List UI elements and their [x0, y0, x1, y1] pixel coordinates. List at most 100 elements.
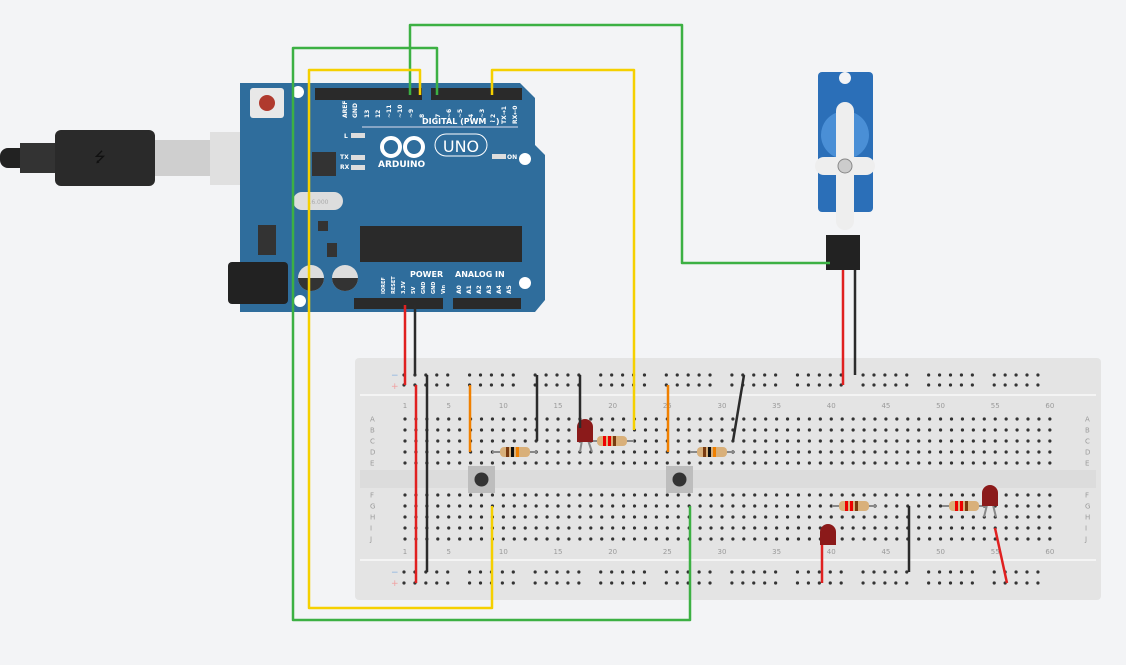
arduino-model: UNO: [443, 137, 479, 156]
row-label: G: [1085, 503, 1090, 511]
digital-pin-label: GND: [352, 103, 359, 118]
power-pin-label: RESET: [391, 276, 397, 294]
row-label: F: [370, 492, 374, 500]
digital-header-label: DIGITAL (PWM ~): [422, 117, 500, 126]
digital-pin-label: 4: [468, 114, 475, 118]
column-label: 30: [718, 402, 727, 410]
column-label: 50: [936, 548, 945, 556]
led-l-label: L: [344, 133, 348, 140]
resistor-3[interactable]: [690, 447, 735, 457]
row-label: E: [1085, 460, 1089, 468]
column-label: 20: [608, 548, 617, 556]
analog-header[interactable]: [453, 298, 521, 309]
digital-pin-label: ~9: [408, 109, 415, 118]
column-label: 50: [936, 402, 945, 410]
digital-pin-label: 7: [435, 114, 442, 118]
servo-connector[interactable]: [826, 235, 860, 270]
atmega-chip: [360, 226, 522, 262]
digital-pin-label: ~3: [479, 109, 486, 118]
row-label: H: [1085, 514, 1090, 522]
rail-minus-label-bottom: −: [391, 568, 399, 578]
power-pin-label: IOREF: [381, 277, 387, 294]
digital-pin-label: RX←0: [512, 106, 519, 124]
analog-pin-label: A0: [456, 285, 463, 294]
power-pin-label: Vin: [441, 285, 447, 294]
resistor-4[interactable]: [832, 501, 876, 511]
row-label: H: [370, 514, 375, 522]
digital-pin-label: ~6: [446, 109, 453, 118]
row-label: E: [370, 460, 374, 468]
analog-pin-label: A3: [486, 285, 493, 294]
arduino-logo-icon: [380, 136, 425, 158]
rail-plus-label-bottom: +: [391, 579, 399, 589]
column-label: 15: [554, 548, 563, 556]
analog-pin-label: A1: [466, 285, 473, 294]
digital-pin-label: AREF: [342, 101, 349, 118]
power-pin-label: 3.3V: [401, 281, 407, 294]
wire-green-pin9-servo[interactable]: [408, 23, 830, 265]
column-label: 40: [827, 548, 836, 556]
row-label: F: [1085, 492, 1089, 500]
servo-motor[interactable]: [815, 72, 875, 270]
power-pin-label: GND: [431, 282, 437, 294]
resistor-5[interactable]: [942, 501, 986, 511]
wire-green-pin7-button2[interactable]: [291, 46, 692, 622]
row-label: D: [370, 449, 375, 457]
led-2[interactable]: [820, 524, 836, 545]
row-label: I: [1085, 525, 1087, 533]
digital-pin-label: 8: [419, 114, 426, 118]
analog-header-label: ANALOG IN: [455, 270, 505, 279]
column-label: 55: [991, 548, 1000, 556]
crystal-label: 16.000: [308, 199, 329, 206]
wire-red-led3[interactable]: [993, 527, 1009, 584]
row-label: J: [369, 536, 372, 544]
column-label: 45: [881, 548, 890, 556]
column-label: 15: [554, 402, 563, 410]
analog-pin-label: A5: [506, 285, 513, 294]
analog-pin-label: A4: [496, 285, 503, 294]
column-label: 25: [663, 548, 672, 556]
power-pin-label: 5V: [411, 287, 417, 294]
row-label: I: [370, 525, 372, 533]
wire-black-2[interactable]: [731, 374, 746, 442]
column-label: 35: [772, 402, 781, 410]
row-label: C: [1085, 438, 1090, 446]
row-label: A: [1085, 416, 1090, 424]
row-label: A: [370, 416, 375, 424]
column-label: 35: [772, 548, 781, 556]
digital-header-low[interactable]: [431, 88, 522, 100]
wire-yellow-pin8-button1[interactable]: [307, 68, 494, 610]
wire-yellow-pin2-resistor[interactable]: [490, 68, 636, 430]
column-label: 55: [991, 402, 1000, 410]
row-label: C: [370, 438, 375, 446]
power-header-label: POWER: [410, 270, 443, 279]
led-rx-label: RX: [340, 164, 350, 171]
led-tx-label: TX: [340, 154, 349, 161]
pushbutton-1[interactable]: [468, 466, 495, 493]
column-label: 30: [718, 548, 727, 556]
power-pin-label: GND: [421, 282, 427, 294]
row-label: D: [1085, 449, 1090, 457]
digital-pin-label: ~5: [457, 109, 464, 118]
breadboard[interactable]: 1155101015152020252530303535404045455050…: [355, 358, 1101, 600]
power-header[interactable]: [354, 298, 443, 309]
digital-pin-label: 12: [375, 110, 382, 118]
digital-pin-label: TX→1: [501, 106, 508, 124]
digital-header-high[interactable]: [315, 88, 422, 100]
resistor-2[interactable]: [590, 436, 634, 446]
usb-symbol-icon: ⭍: [94, 150, 106, 166]
pushbutton-2[interactable]: [666, 466, 693, 493]
column-label: 5: [446, 402, 450, 410]
row-label: B: [1085, 427, 1090, 435]
led-3[interactable]: [982, 485, 998, 518]
power-jack: [228, 262, 288, 304]
row-label: G: [370, 503, 375, 511]
resistor-1[interactable]: [492, 447, 537, 457]
column-label: 60: [1045, 402, 1054, 410]
column-label: 5: [446, 548, 450, 556]
column-label: 20: [608, 402, 617, 410]
